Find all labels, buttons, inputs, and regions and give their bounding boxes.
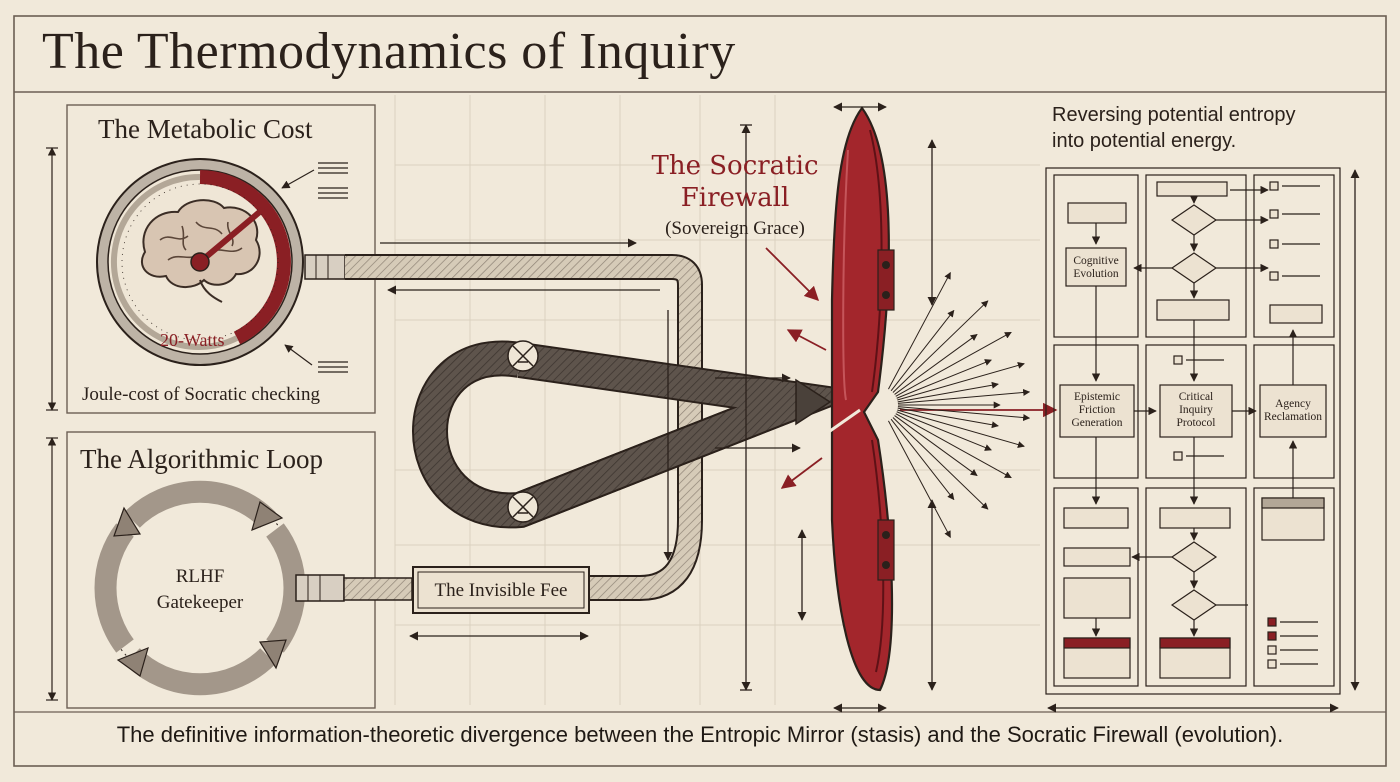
node-agency-line2: Reclamation: [1263, 411, 1323, 423]
ray-line: [897, 409, 1025, 448]
list-bullet: [1267, 631, 1277, 641]
page-title: The Thermodynamics of Inquiry: [42, 23, 736, 80]
node-critical-line1: Critical: [1178, 391, 1214, 403]
gauge-value: 20-Watts: [160, 330, 225, 350]
node-epistemic-line2: Friction: [1078, 404, 1116, 416]
firewall-title-line1: The Socratic: [651, 151, 819, 181]
node-critical-inquiry: Critical Inquiry Protocol: [1160, 391, 1232, 430]
node-epistemic-friction: Epistemic Friction Generation: [1060, 391, 1134, 430]
pipe-network: [343, 254, 871, 601]
ray-line: [894, 334, 978, 395]
ray-line: [897, 381, 999, 403]
metabolic-title: The Metabolic Cost: [98, 114, 313, 144]
node-critical-line3: Protocol: [1176, 417, 1216, 429]
list-bullet: [1173, 451, 1183, 461]
gauge-callouts: [281, 162, 348, 373]
right-header-line2: into potential energy.: [1052, 130, 1237, 152]
list-bullet: [1269, 271, 1279, 281]
list-bullet: [1269, 239, 1279, 249]
node-critical-line2: Inquiry: [1179, 404, 1213, 416]
node-epistemic-line1: Epistemic: [1074, 391, 1120, 403]
right-header-line1: Reversing potential entropy: [1052, 104, 1296, 126]
ray-line: [890, 418, 955, 501]
flow-arrows: [380, 102, 1360, 713]
list-bullet: [1173, 355, 1183, 365]
brain-icon: [140, 199, 261, 303]
list-bullet: [1267, 645, 1277, 655]
list-bullet: [1269, 209, 1279, 219]
ray-line: [892, 417, 989, 510]
ray-line: [897, 388, 1031, 404]
list-bullet: [1267, 617, 1277, 627]
ray-line: [890, 309, 955, 392]
ray-line: [897, 407, 999, 429]
ray-line: [896, 359, 992, 399]
firewall-shield: [819, 106, 895, 692]
flowchart: [1045, 167, 1341, 695]
fee-box: [412, 566, 590, 614]
node-agency-reclamation: Agency Reclamation: [1260, 398, 1326, 424]
node-cognitive-line2: Evolution: [1073, 268, 1119, 280]
node-cognitive-line1: Cognitive: [1073, 255, 1119, 267]
ray-line: [888, 271, 951, 390]
loop-panel: [66, 431, 376, 709]
red-arrows: [765, 247, 1058, 489]
left-dimensions: [46, 147, 58, 701]
loop-center-line2: Gatekeeper: [156, 592, 244, 613]
ray-line: [894, 415, 978, 476]
node-epistemic-line3: Generation: [1071, 417, 1123, 429]
ray-line: [897, 406, 1031, 422]
fee-box-label: The Invisible Fee: [434, 580, 568, 601]
ray-line: [895, 331, 1012, 397]
outer-frame: [13, 15, 1387, 767]
loop-cycle: [94, 480, 345, 696]
node-cognitive-evolution: Cognitive Evolution: [1066, 255, 1126, 281]
ray-line: [897, 362, 1025, 401]
list-bullet: [1267, 659, 1277, 669]
ray-line: [895, 413, 1012, 479]
bottom-caption: The definitive information-theoretic div…: [116, 722, 1284, 747]
loop-title: The Algorithmic Loop: [80, 444, 323, 474]
ray-line: [888, 420, 951, 539]
firewall-title-line2: Firewall: [680, 183, 790, 213]
list-bullet: [1269, 181, 1279, 191]
radiating-rays: [888, 271, 1031, 539]
gauge: [96, 158, 346, 366]
firewall-subtitle: (Sovereign Grace): [665, 218, 805, 239]
metabolic-subtitle: Joule-cost of Socratic checking: [82, 384, 320, 405]
node-agency-line1: Agency: [1275, 398, 1311, 410]
loop-center-line1: RLHF: [175, 566, 225, 587]
ray-line: [892, 300, 989, 393]
ray-line: [896, 411, 992, 451]
